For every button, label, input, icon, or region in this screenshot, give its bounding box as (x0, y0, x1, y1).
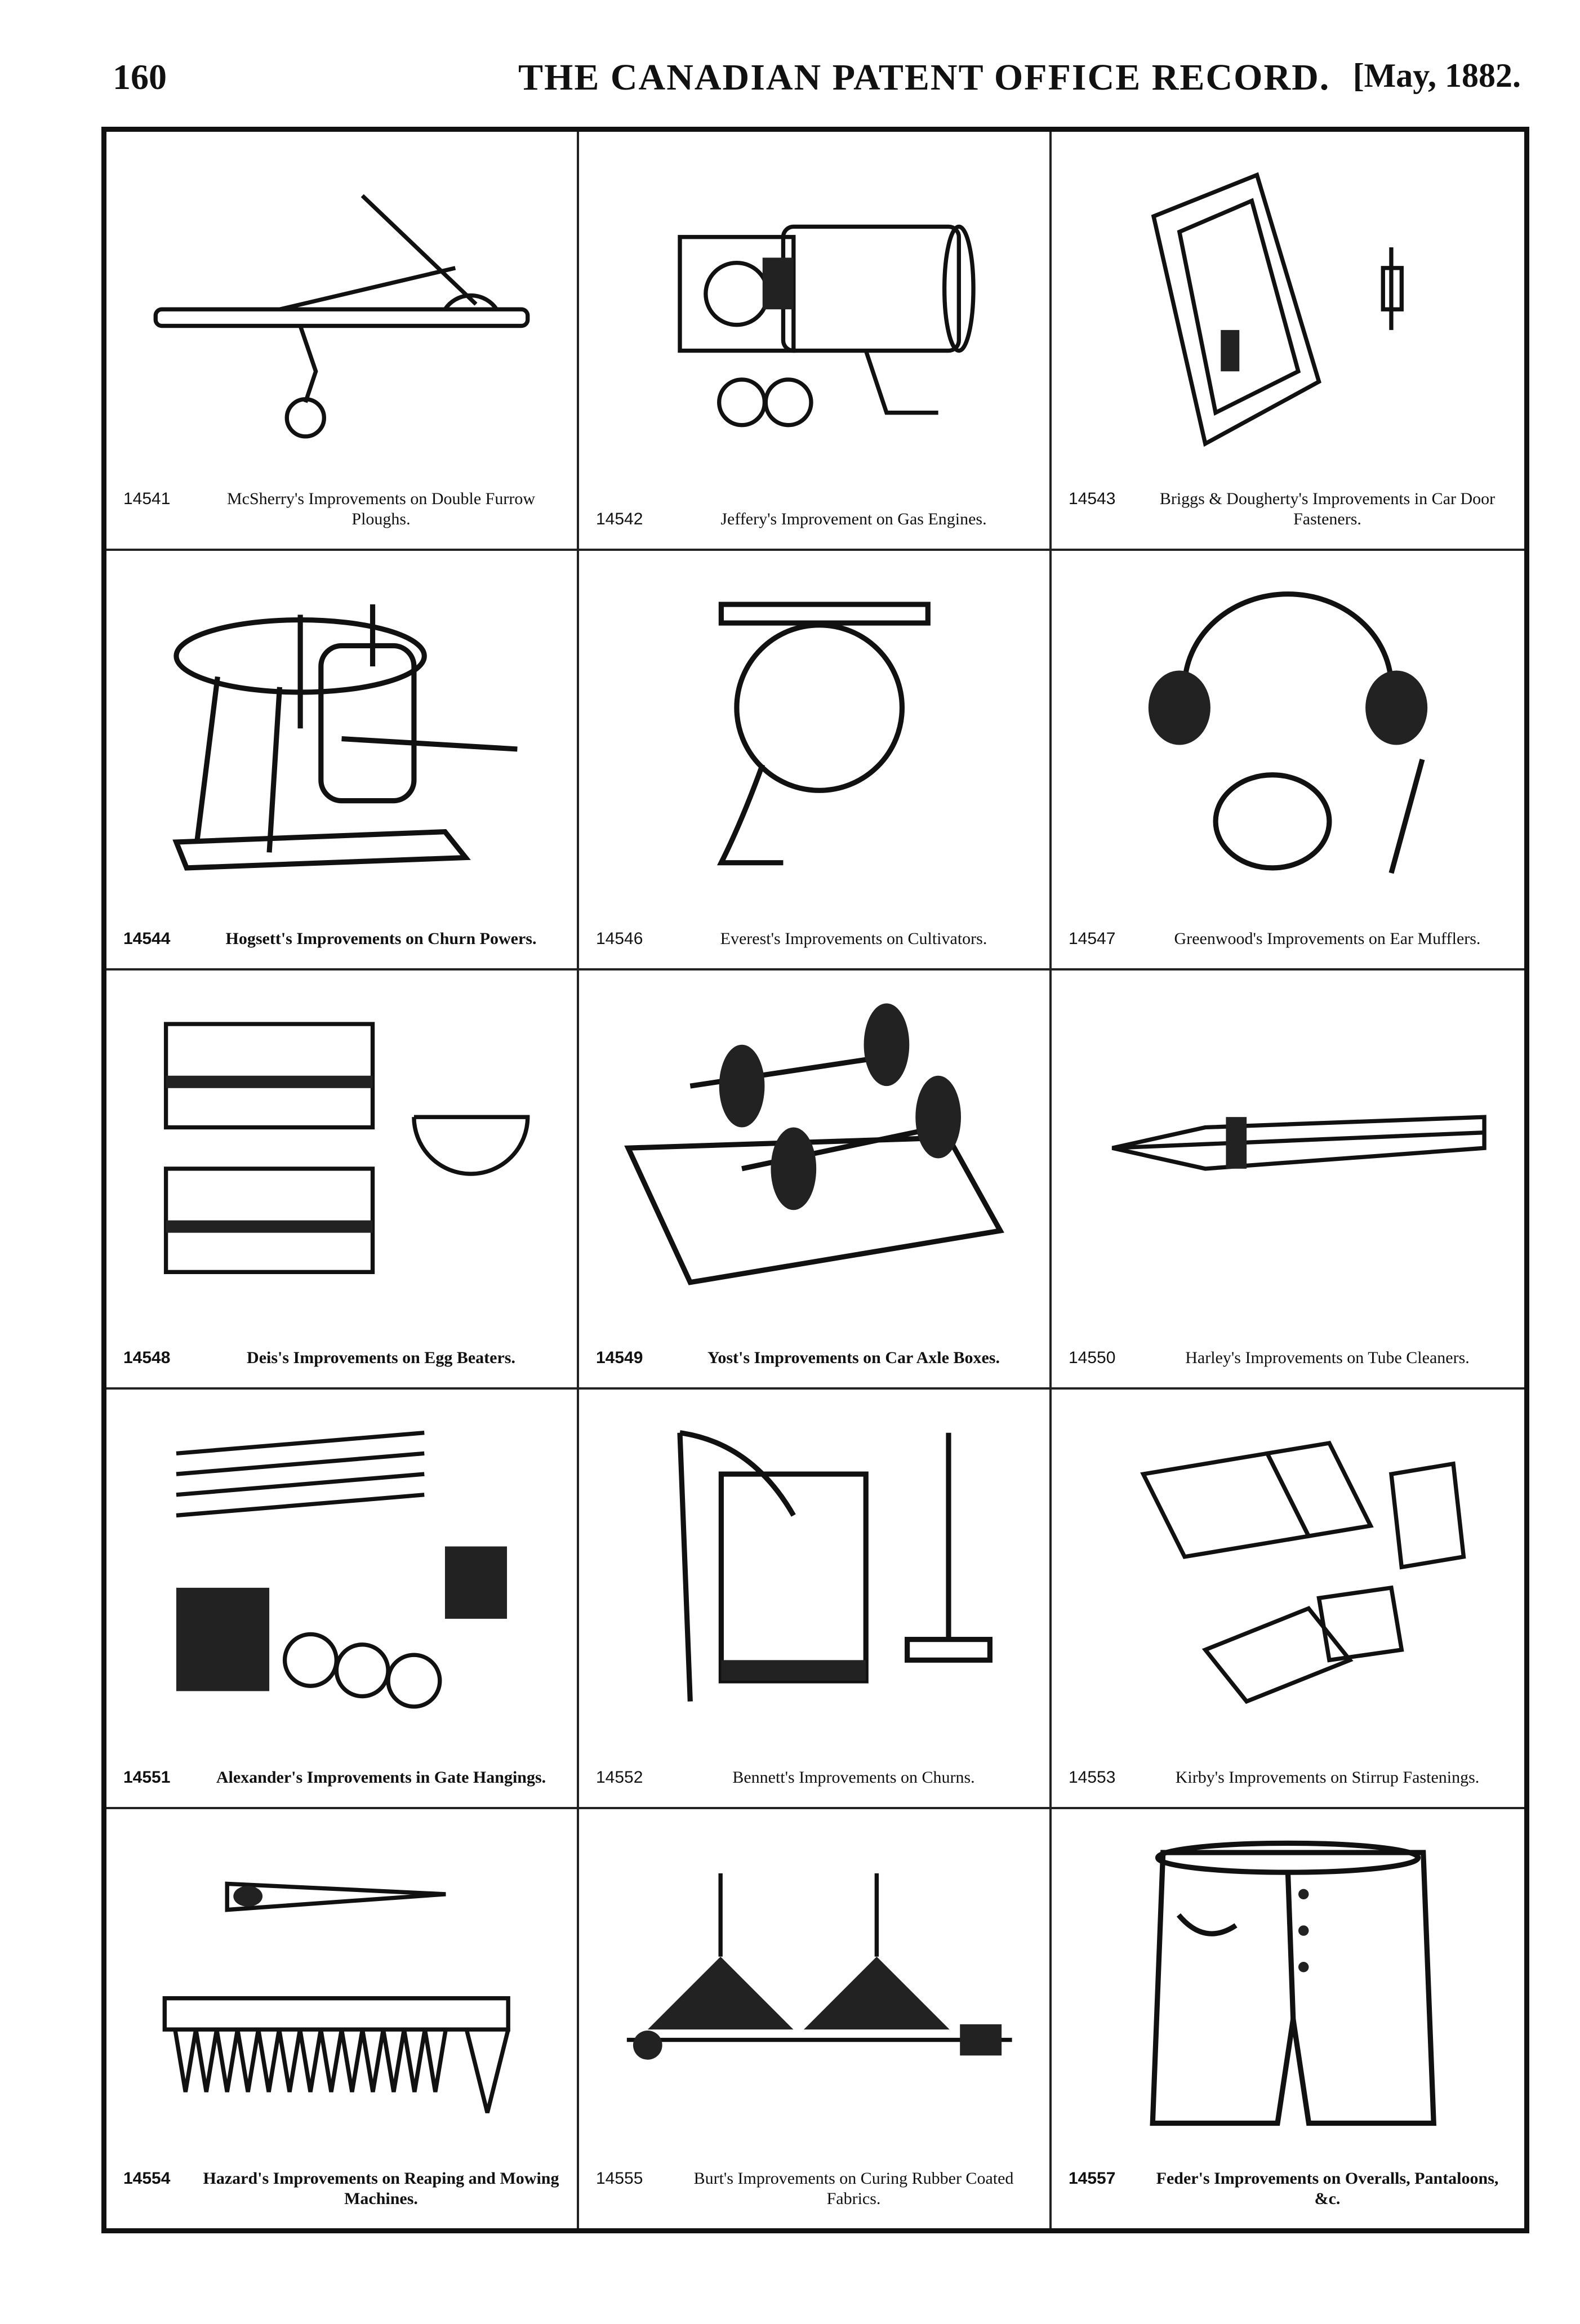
page-header: 160 THE CANADIAN PATENT OFFICE RECORD. [… (113, 56, 1521, 107)
patent-number: 14551 (123, 1768, 171, 1787)
patent-title: Burt's Improvements on Curing Rubber Coa… (693, 2169, 1014, 2208)
patent-cell-14544: 14544 Hogsett's Improvements on Churn Po… (106, 551, 579, 970)
patent-number: 14550 (1069, 1348, 1116, 1368)
cultivator-illustration (602, 573, 1027, 883)
patent-cell-14546: 14546 Everest's Improvements on Cultivat… (579, 551, 1052, 970)
patent-title: Yost's Improvements on Car Axle Boxes. (707, 1348, 1000, 1368)
patent-caption: 14555 Burt's Improvements on Curing Rubb… (596, 2169, 1032, 2209)
patent-cell-14543: 14543 Briggs & Dougherty's Improvements … (1052, 132, 1524, 551)
patent-number: 14542 (596, 510, 643, 529)
patent-number: 14554 (123, 2169, 171, 2188)
patent-title: Jeffery's Improvement on Gas Engines. (720, 510, 987, 529)
patent-cell-14550: 14550 Harley's Improvements on Tube Clea… (1052, 970, 1524, 1390)
patent-title: McSherry's Improvements on Double Furrow… (227, 489, 535, 529)
patent-title: Greenwood's Improvements on Ear Mufflers… (1174, 929, 1481, 948)
patent-caption: 14550 Harley's Improvements on Tube Clea… (1069, 1348, 1507, 1368)
patent-cell-14547: 14547 Greenwood's Improvements on Ear Mu… (1052, 551, 1524, 970)
patent-number: 14557 (1069, 2169, 1116, 2188)
patent-number: 14552 (596, 1768, 643, 1787)
axle-box-illustration (602, 993, 1027, 1303)
patent-cell-14557: 14557 Feder's Improvements on Overalls, … (1052, 1809, 1524, 2228)
patent-title: Bennett's Improvements on Churns. (732, 1768, 975, 1787)
patent-caption: 14549 Yost's Improvements on Car Axle Bo… (596, 1348, 1032, 1368)
patent-number: 14547 (1069, 929, 1116, 948)
patent-caption: 14551 Alexander's Improvements in Gate H… (123, 1768, 560, 1788)
patent-number: 14546 (596, 929, 643, 948)
patent-number: 14555 (596, 2169, 643, 2188)
patent-cell-14548: 14548 Deis's Improvements on Egg Beaters… (106, 970, 579, 1390)
patent-cell-14552: 14552 Bennett's Improvements on Churns. (579, 1390, 1052, 1809)
rubber-curing-illustration (602, 1832, 1027, 2144)
patent-plate-frame: 14541 McSherry's Improvements on Double … (101, 127, 1529, 2233)
patent-number: 14541 (123, 489, 171, 509)
patent-title: Hazard's Improvements on Reaping and Mow… (203, 2169, 559, 2208)
patent-number: 14549 (596, 1348, 643, 1368)
patent-caption: 14547 Greenwood's Improvements on Ear Mu… (1069, 929, 1507, 949)
patent-caption: 14546 Everest's Improvements on Cultivat… (596, 929, 1032, 949)
churn-illustration (602, 1412, 1027, 1722)
patent-caption: 14542 Jeffery's Improvement on Gas Engin… (596, 509, 1032, 529)
patent-cell-14551: 14551 Alexander's Improvements in Gate H… (106, 1390, 579, 1809)
patent-cell-14554: 14554 Hazard's Improvements on Reaping a… (106, 1809, 579, 2228)
patent-caption: 14541 McSherry's Improvements on Double … (123, 489, 560, 529)
patent-title: Kirby's Improvements on Stirrup Fastenin… (1175, 1768, 1480, 1787)
churn-power-illustration (129, 573, 554, 883)
page-number: 160 (113, 57, 167, 97)
patent-cell-14555: 14555 Burt's Improvements on Curing Rubb… (579, 1809, 1052, 2228)
egg-beater-illustration (129, 993, 554, 1303)
patent-caption: 14552 Bennett's Improvements on Churns. (596, 1768, 1032, 1788)
plough-illustration (129, 154, 554, 464)
gas-engine-illustration (602, 154, 1027, 464)
patent-cell-14553: 14553 Kirby's Improvements on Stirrup Fa… (1052, 1390, 1524, 1809)
patent-title: Harley's Improvements on Tube Cleaners. (1185, 1348, 1470, 1368)
journal-title: THE CANADIAN PATENT OFFICE RECORD. (518, 57, 1330, 98)
overalls-illustration (1074, 1832, 1502, 2144)
patent-number: 14553 (1069, 1768, 1116, 1787)
patent-caption: 14548 Deis's Improvements on Egg Beaters… (123, 1348, 560, 1368)
patent-title: Hogsett's Improvements on Churn Powers. (225, 929, 537, 948)
patent-title: Everest's Improvements on Cultivators. (720, 929, 987, 948)
patent-cell-14549: 14549 Yost's Improvements on Car Axle Bo… (579, 970, 1052, 1390)
patent-caption: 14557 Feder's Improvements on Overalls, … (1069, 2169, 1507, 2209)
issue-date: [May, 1882. (1352, 57, 1521, 94)
reaping-machine-illustration (129, 1832, 554, 2144)
patent-number: 14544 (123, 929, 171, 948)
patent-title: Alexander's Improvements in Gate Hanging… (216, 1768, 546, 1787)
gate-hanging-illustration (129, 1412, 554, 1722)
patent-title: Feder's Improvements on Overalls, Pantal… (1156, 2169, 1499, 2208)
patent-caption: 14543 Briggs & Dougherty's Improvements … (1069, 489, 1507, 529)
patent-caption: 14553 Kirby's Improvements on Stirrup Fa… (1069, 1768, 1507, 1788)
door-fastener-illustration (1074, 154, 1502, 464)
tube-cleaner-illustration (1074, 993, 1502, 1303)
stirrup-fastening-illustration (1074, 1412, 1502, 1722)
patent-number: 14548 (123, 1348, 171, 1368)
ear-muffler-illustration (1074, 573, 1502, 883)
patent-caption: 14544 Hogsett's Improvements on Churn Po… (123, 929, 560, 949)
patent-title: Deis's Improvements on Egg Beaters. (247, 1348, 515, 1368)
patent-number: 14543 (1069, 489, 1116, 509)
patent-cell-14542: 14542 Jeffery's Improvement on Gas Engin… (579, 132, 1052, 551)
patent-title: Briggs & Dougherty's Improvements in Car… (1159, 489, 1496, 529)
patent-grid: 14541 McSherry's Improvements on Double … (106, 132, 1524, 2228)
patent-cell-14541: 14541 McSherry's Improvements on Double … (106, 132, 579, 551)
patent-caption: 14554 Hazard's Improvements on Reaping a… (123, 2169, 560, 2209)
